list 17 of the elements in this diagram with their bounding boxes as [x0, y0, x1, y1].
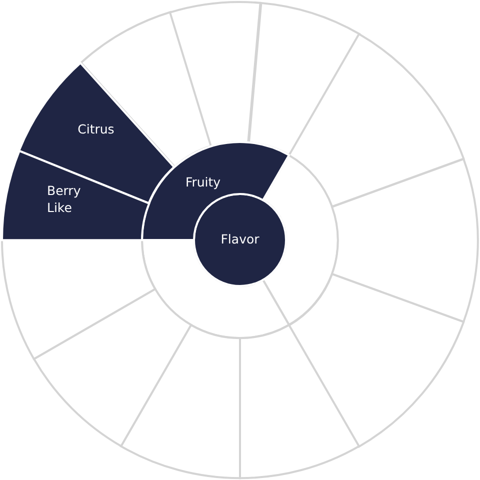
segment-label: Berry Like — [47, 183, 82, 217]
segment-label: Fruity — [185, 174, 221, 192]
ring-segment — [34, 289, 191, 446]
ring-segment — [289, 34, 464, 206]
ring-segment — [121, 324, 240, 478]
ring-segment — [263, 155, 338, 325]
ring-segment — [289, 274, 464, 446]
ring-segment — [19, 63, 174, 204]
segment-label: Citrus — [78, 122, 114, 138]
segment-label: Flavor — [220, 232, 260, 248]
ring-segment — [332, 158, 478, 322]
ring-segment — [248, 2, 359, 156]
center-circle — [194, 194, 286, 286]
ring-segment — [170, 2, 261, 146]
ring-segment — [2, 150, 150, 240]
ring-segment — [240, 324, 359, 478]
ring-segment — [2, 240, 156, 359]
